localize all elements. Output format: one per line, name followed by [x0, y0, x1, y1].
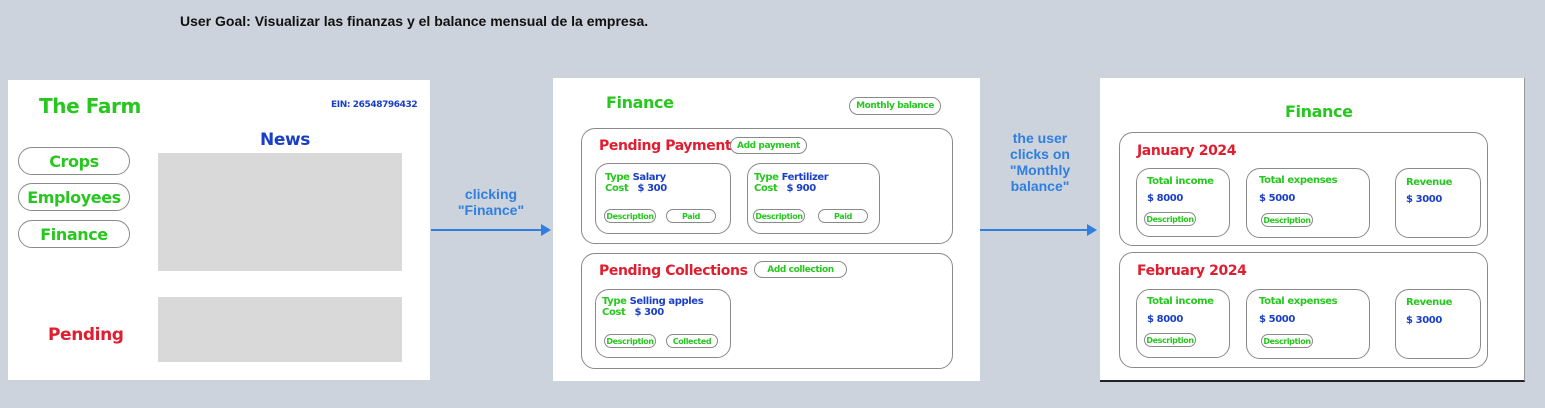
add-collection-button[interactable]: Add collection	[754, 261, 847, 278]
pending-payments-heading: Pending Payments	[599, 138, 740, 154]
expenses-label: Total expenses	[1259, 175, 1338, 186]
arrow2	[980, 224, 1097, 236]
expenses-value: $ 5000	[1259, 193, 1295, 204]
revenue-value: $ 3000	[1406, 315, 1442, 326]
screen-home: The Farm EIN: 26548796432 News Crops Emp…	[8, 80, 430, 380]
arrow1-label-line2: "Finance"	[457, 202, 525, 218]
arrow2-label-line2: clicks on	[1010, 146, 1070, 162]
revenue-value: $ 3000	[1406, 194, 1442, 205]
paid-button[interactable]: Paid	[666, 209, 716, 223]
description-button[interactable]: Description	[753, 209, 805, 223]
description-button[interactable]: Description	[1144, 212, 1196, 226]
type-label: Type	[602, 296, 627, 307]
month-name: January 2024	[1137, 143, 1237, 159]
revenue-label: Revenue	[1406, 297, 1453, 308]
cost-value: $ 300	[634, 307, 664, 318]
arrow1-label: clicking "Finance"	[448, 186, 534, 218]
collection-cost-row: Cost $ 300	[602, 307, 664, 318]
expenses-label: Total expenses	[1259, 296, 1338, 307]
description-button[interactable]: Description	[1261, 213, 1313, 227]
news-heading: News	[260, 130, 310, 150]
revenue-card: Revenue $ 3000	[1395, 168, 1481, 238]
news-placeholder	[158, 153, 402, 271]
monthly-title: Finance	[1285, 102, 1353, 121]
income-value: $ 8000	[1147, 193, 1183, 204]
description-button[interactable]: Description	[604, 209, 656, 223]
pending-payments-section: Pending Payments Add payment Type Salary…	[581, 128, 953, 244]
collection-card: Type Selling apples Cost $ 300 Descripti…	[595, 289, 731, 358]
expenses-value: $ 5000	[1259, 314, 1295, 325]
paid-button[interactable]: Paid	[818, 209, 868, 223]
type-value: Salary	[632, 172, 667, 183]
screen-finance: Finance Monthly balance Pending Payments…	[553, 78, 980, 381]
cost-value: $ 900	[786, 183, 816, 194]
payment-card: Type Salary Cost $ 300 Description Paid	[595, 163, 731, 234]
nav-crops-button[interactable]: Crops	[18, 147, 130, 175]
app-title: The Farm	[39, 94, 141, 118]
nav-finance-button[interactable]: Finance	[18, 220, 130, 248]
payment-type-row: Type Salary	[605, 172, 666, 183]
collected-button[interactable]: Collected	[666, 334, 718, 348]
month-name: February 2024	[1137, 263, 1247, 279]
pending-collections-section: Pending Collections Add collection Type …	[581, 253, 953, 369]
user-goal: User Goal: Visualizar las finanzas y el …	[180, 13, 649, 29]
arrow1	[431, 224, 551, 236]
income-label: Total income	[1147, 176, 1214, 187]
nav-employees-button[interactable]: Employees	[18, 183, 130, 211]
add-payment-button[interactable]: Add payment	[730, 137, 807, 154]
arrow1-label-line1: clicking	[464, 186, 518, 202]
income-card: Total income $ 8000 Description	[1136, 289, 1230, 358]
type-value: Selling apples	[629, 296, 704, 307]
arrow2-label-line1: the user	[1012, 130, 1068, 146]
pending-placeholder	[158, 297, 402, 362]
income-value: $ 8000	[1147, 314, 1183, 325]
revenue-label: Revenue	[1406, 177, 1453, 188]
payment-type-row: Type Fertilizer	[754, 172, 829, 183]
income-label: Total income	[1147, 296, 1214, 307]
payment-cost-row: Cost $ 300	[605, 183, 667, 194]
arrow2-label-line4: balance"	[1010, 178, 1070, 194]
description-button[interactable]: Description	[1261, 334, 1313, 348]
revenue-card: Revenue $ 3000	[1395, 289, 1481, 359]
expenses-card: Total expenses $ 5000 Description	[1246, 289, 1370, 359]
month-section: January 2024 Total income $ 8000 Descrip…	[1119, 132, 1488, 246]
cost-label: Cost	[602, 307, 626, 318]
ein-label: EIN: 26548796432	[331, 100, 418, 110]
type-label: Type	[605, 172, 630, 183]
arrow2-label-line3: "Monthly	[1009, 162, 1071, 178]
description-button[interactable]: Description	[1144, 333, 1196, 347]
type-label: Type	[754, 172, 779, 183]
pending-label: Pending	[48, 325, 124, 345]
month-section: February 2024 Total income $ 8000 Descri…	[1119, 252, 1488, 368]
cost-value: $ 300	[637, 183, 667, 194]
type-value: Fertilizer	[781, 172, 829, 183]
pending-collections-heading: Pending Collections	[599, 263, 748, 279]
collection-type-row: Type Selling apples	[602, 296, 704, 307]
cost-label: Cost	[605, 183, 629, 194]
income-card: Total income $ 8000 Description	[1136, 168, 1230, 237]
payment-card: Type Fertilizer Cost $ 900 Description P…	[747, 163, 880, 234]
expenses-card: Total expenses $ 5000 Description	[1246, 168, 1370, 238]
arrow2-label: the user clicks on "Monthly balance"	[992, 130, 1088, 194]
screen-monthly-balance: Finance January 2024 Total income $ 8000…	[1100, 78, 1525, 382]
monthly-balance-button[interactable]: Monthly balance	[849, 97, 941, 115]
cost-label: Cost	[754, 183, 778, 194]
payment-cost-row: Cost $ 900	[754, 183, 816, 194]
description-button[interactable]: Description	[604, 334, 656, 348]
finance-title: Finance	[606, 93, 674, 112]
